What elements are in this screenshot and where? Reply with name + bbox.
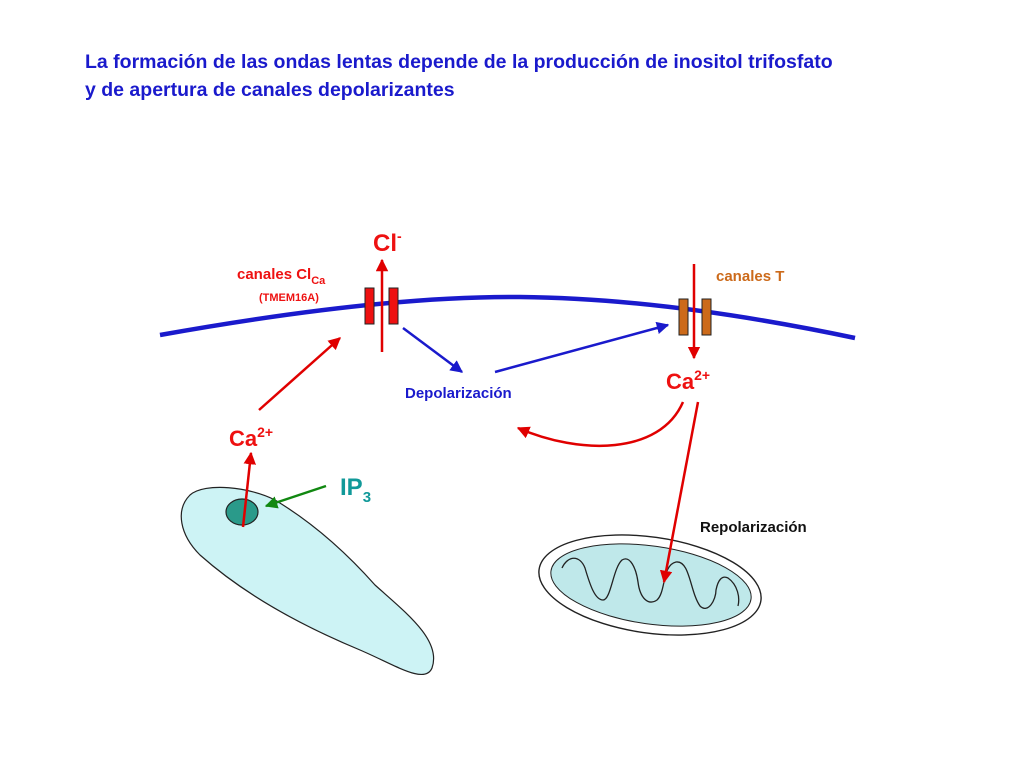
ca-to-depolarization-curve-arrow bbox=[516, 401, 685, 448]
cell-membrane bbox=[159, 294, 856, 341]
cl-ion-label: Cl- bbox=[373, 228, 402, 257]
depolarization-to-t-channel-arrow bbox=[494, 321, 670, 374]
endoplasmic-reticulum bbox=[180, 486, 435, 676]
ca-release-arrow bbox=[241, 451, 257, 528]
title-line-2: y de apertura de canales depolarizantes bbox=[85, 79, 455, 101]
ca-activates-clca-arrow bbox=[258, 337, 341, 411]
clca-protein-label: (TMEM16A) bbox=[259, 292, 319, 304]
ip3-label: IP3 bbox=[340, 474, 371, 506]
t-channel-left bbox=[678, 298, 689, 336]
t-channel-right bbox=[701, 298, 712, 336]
clca-channel-left bbox=[364, 287, 375, 325]
mitochondrion-cristae bbox=[561, 557, 740, 609]
clca-to-depolarization-arrow bbox=[402, 326, 464, 374]
clca-channel-label: canales ClCa bbox=[237, 266, 326, 287]
repolarization-label: Repolarización bbox=[700, 519, 807, 536]
ip3-receptor bbox=[225, 498, 259, 526]
ca-left-label: Ca2+ bbox=[229, 424, 273, 451]
title-line-1: La formación de las ondas lentas depende… bbox=[85, 51, 833, 73]
depolarization-label: Depolarización bbox=[405, 385, 512, 402]
ca-top-label: Ca2+ bbox=[666, 367, 710, 394]
mitochondrion-inner bbox=[550, 543, 752, 627]
t-channel-label: canales T bbox=[716, 268, 784, 285]
ip3-arrow bbox=[264, 484, 327, 509]
slide-title: La formación de las ondas lentas depende… bbox=[85, 48, 985, 104]
clca-channel-right bbox=[388, 287, 399, 325]
ca-to-mitochondrion-arrow bbox=[659, 401, 700, 584]
